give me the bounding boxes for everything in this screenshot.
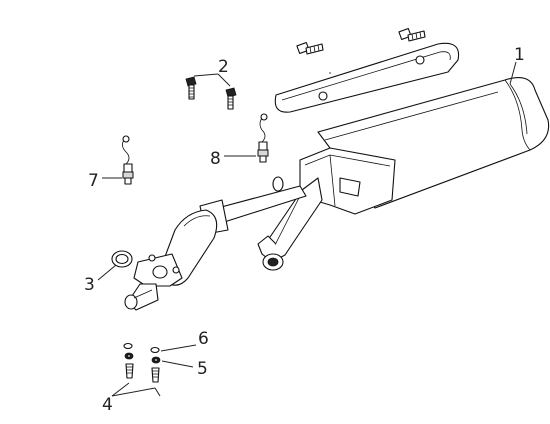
callout-6: 6	[198, 329, 209, 349]
muffler-bracket	[257, 147, 396, 271]
callout-3: 3	[84, 275, 95, 295]
callout-8: 8	[210, 149, 221, 169]
exhaust-gasket	[111, 250, 133, 268]
heat-shield-screw-right	[398, 27, 426, 42]
heat-shield-screw-left	[296, 41, 324, 55]
callout-7: 7	[88, 171, 99, 191]
exhaust-pipe	[124, 176, 307, 311]
callout-1: 1	[514, 45, 525, 65]
leader-lines	[97, 61, 517, 397]
oxygen-sensor-lower	[122, 135, 134, 185]
stud-4	[125, 363, 160, 383]
lock-washer-5	[124, 352, 161, 364]
washer-6	[123, 342, 160, 354]
bolt-right	[225, 87, 237, 110]
bolt-left	[185, 76, 197, 100]
heat-shield	[274, 42, 460, 113]
callout-2: 2	[218, 57, 229, 77]
callout-4: 4	[102, 395, 113, 415]
callout-5: 5	[197, 359, 208, 379]
oxygen-sensor-upper	[257, 113, 269, 163]
